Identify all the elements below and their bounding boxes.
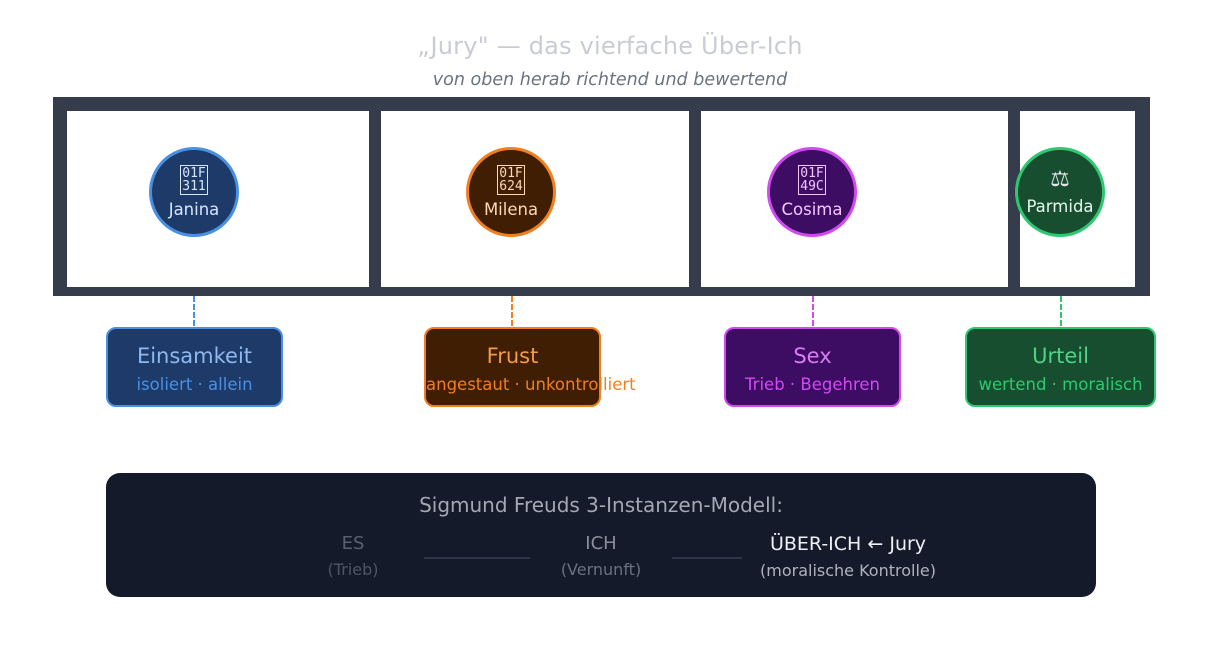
heart-icon: 01F 49C [798,165,826,195]
jury-bench: 01F 311 Janina 01F 624 Milena 01F 49C Co… [53,97,1150,296]
trait-card-urteil: Urteil wertend · moralisch [965,327,1156,407]
connector-line [812,296,814,326]
freud-model-panel: Sigmund Freuds 3-Instanzen-Modell: ES (T… [106,473,1096,597]
trait-card-einsamkeit: Einsamkeit isoliert · allein [106,327,283,407]
model-node-sub: (moralische Kontrolle) [760,561,936,580]
trait-detail: wertend · moralisch [978,375,1143,394]
juror-name: Cosima [781,200,843,219]
model-link [672,557,742,559]
model-node-label: ICH [585,533,617,554]
model-node-es: ES (Trieb) [303,533,403,579]
connector-line [1060,296,1062,326]
juror-name: Janina [168,200,220,219]
diagram-title: „Jury" — das vierfache Über-Ich [417,32,803,60]
model-node-ueber-ich: ÜBER-ICH ← Jury (moralische Kontrolle) [738,533,958,580]
trait-card-sex: Sex Trieb · Begehren [724,327,901,407]
model-link [424,557,530,559]
juror-parmida: ⚖ Parmida [1015,147,1105,237]
connector-line [193,296,195,326]
trait-card-frust: Frust angestaut · unkontrolliert [424,327,636,407]
model-node-label: ES [341,533,365,554]
trait-detail: angestaut · unkontrolliert [426,375,636,394]
juror-janina: 01F 311 Janina [149,147,239,237]
model-node-label: ÜBER-ICH ← Jury [769,533,927,555]
trait-title: Urteil [1032,344,1089,368]
trait-detail: Trieb · Begehren [745,375,880,394]
trait-detail: isoliert · allein [136,375,253,394]
connector-line [511,296,513,326]
trait-title: Frust [486,344,539,368]
trait-title: Einsamkeit [136,344,253,368]
model-node-ich: ICH (Vernunft) [541,533,661,579]
model-title: Sigmund Freuds 3-Instanzen-Modell: [419,493,783,517]
model-node-sub: (Trieb) [327,560,379,579]
juror-name: Parmida [1026,196,1094,216]
juror-milena: 01F 624 Milena [466,147,556,237]
model-node-sub: (Vernunft) [560,560,642,579]
person-icon: 01F 311 [180,165,208,195]
angry-face-icon: 01F 624 [497,165,525,195]
juror-cosima: 01F 49C Cosima [767,147,857,237]
diagram-subtitle: von oben herab richtend und bewertend [432,70,788,90]
juror-name: Milena [483,200,539,219]
scales-icon: ⚖ [1050,166,1070,192]
trait-title: Sex [793,344,832,368]
